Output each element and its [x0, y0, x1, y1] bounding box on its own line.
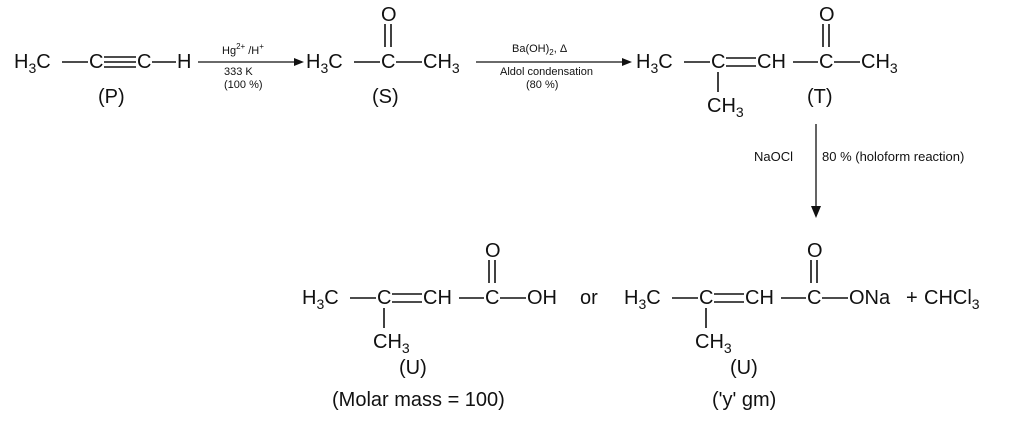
arrow-step-3: NaOCl 80 % (holoform reaction) [754, 124, 964, 218]
us-alkene-c: C [699, 287, 713, 309]
compound-u-acid: H3C C CH C O OH CH3 (U) (Molar mass = 10… [302, 240, 557, 411]
ua-hydroxyl: OH [527, 287, 557, 309]
ua-alkene-c: C [377, 287, 391, 309]
step2-yield: (80 %) [526, 79, 558, 91]
t-methyl-branch: CH3 [707, 95, 744, 120]
arrow-1-head [294, 58, 304, 66]
arrow-step-1: Hg2+ /H+ 333 K (100 %) [198, 42, 304, 91]
label-u-acid: (U) [399, 357, 427, 379]
p-alkyne-c1: C [89, 51, 103, 73]
t-methyl-right: CH3 [861, 51, 898, 76]
label-t: (T) [807, 86, 833, 108]
s-methyl-right: CH3 [423, 51, 460, 76]
t-methyl-left: H3C [636, 51, 673, 76]
us-sodium-oxide: ONa [849, 287, 891, 309]
yield-gm-note: ('y' gm) [712, 389, 776, 411]
us-carbonyl-o: O [807, 240, 823, 262]
arrow-3-head [811, 206, 821, 218]
compound-t: H3C C CH C O CH3 CH3 (T) [636, 4, 898, 120]
step1-yield: (100 %) [224, 79, 263, 91]
compound-s: H3C C O CH3 (S) [306, 4, 460, 108]
s-methyl-left: H3C [306, 51, 343, 76]
chloroform: CHCl3 [924, 287, 980, 312]
p-methyl-c: H3C [14, 51, 51, 76]
arrow-step-2: Ba(OH)2, Δ Aldol condensation (80 %) [476, 43, 632, 91]
ua-alkene-ch: CH [423, 287, 452, 309]
p-alkyne-c2: C [137, 51, 151, 73]
p-terminal-h: H [177, 51, 191, 73]
t-alkene-ch: CH [757, 51, 786, 73]
molar-mass-note: (Molar mass = 100) [332, 389, 505, 411]
label-p: (P) [98, 86, 125, 108]
us-methyl-left: H3C [624, 287, 661, 312]
t-carbonyl-o: O [819, 4, 835, 26]
ua-carbonyl-o: O [485, 240, 501, 262]
step2-name: Aldol condensation [500, 66, 593, 78]
step2-reagent: Ba(OH)2, Δ [512, 43, 568, 57]
ua-carboxyl-c: C [485, 287, 499, 309]
ua-methyl-left: H3C [302, 287, 339, 312]
compound-u-salt: H3C C CH C O ONa + CHCl3 CH3 (U) ('y' gm… [624, 240, 980, 411]
s-carbonyl-c: C [381, 51, 395, 73]
label-s: (S) [372, 86, 399, 108]
plus-sign: + [906, 287, 918, 309]
t-carbonyl-c: C [819, 51, 833, 73]
step1-reagent: Hg2+ /H+ [222, 42, 264, 57]
step3-reagent: NaOCl [754, 149, 793, 164]
us-methyl-branch: CH3 [695, 331, 732, 356]
ua-methyl-branch: CH3 [373, 331, 410, 356]
step1-temperature: 333 K [224, 66, 253, 78]
label-u-salt: (U) [730, 357, 758, 379]
step3-note: 80 % (holoform reaction) [822, 149, 964, 164]
us-carboxyl-c: C [807, 287, 821, 309]
us-alkene-ch: CH [745, 287, 774, 309]
s-carbonyl-o: O [381, 4, 397, 26]
t-alkene-c: C [711, 51, 725, 73]
compound-p: H3C C C H (P) [14, 51, 191, 108]
or-connector: or [580, 287, 598, 309]
arrow-2-head [622, 58, 632, 66]
